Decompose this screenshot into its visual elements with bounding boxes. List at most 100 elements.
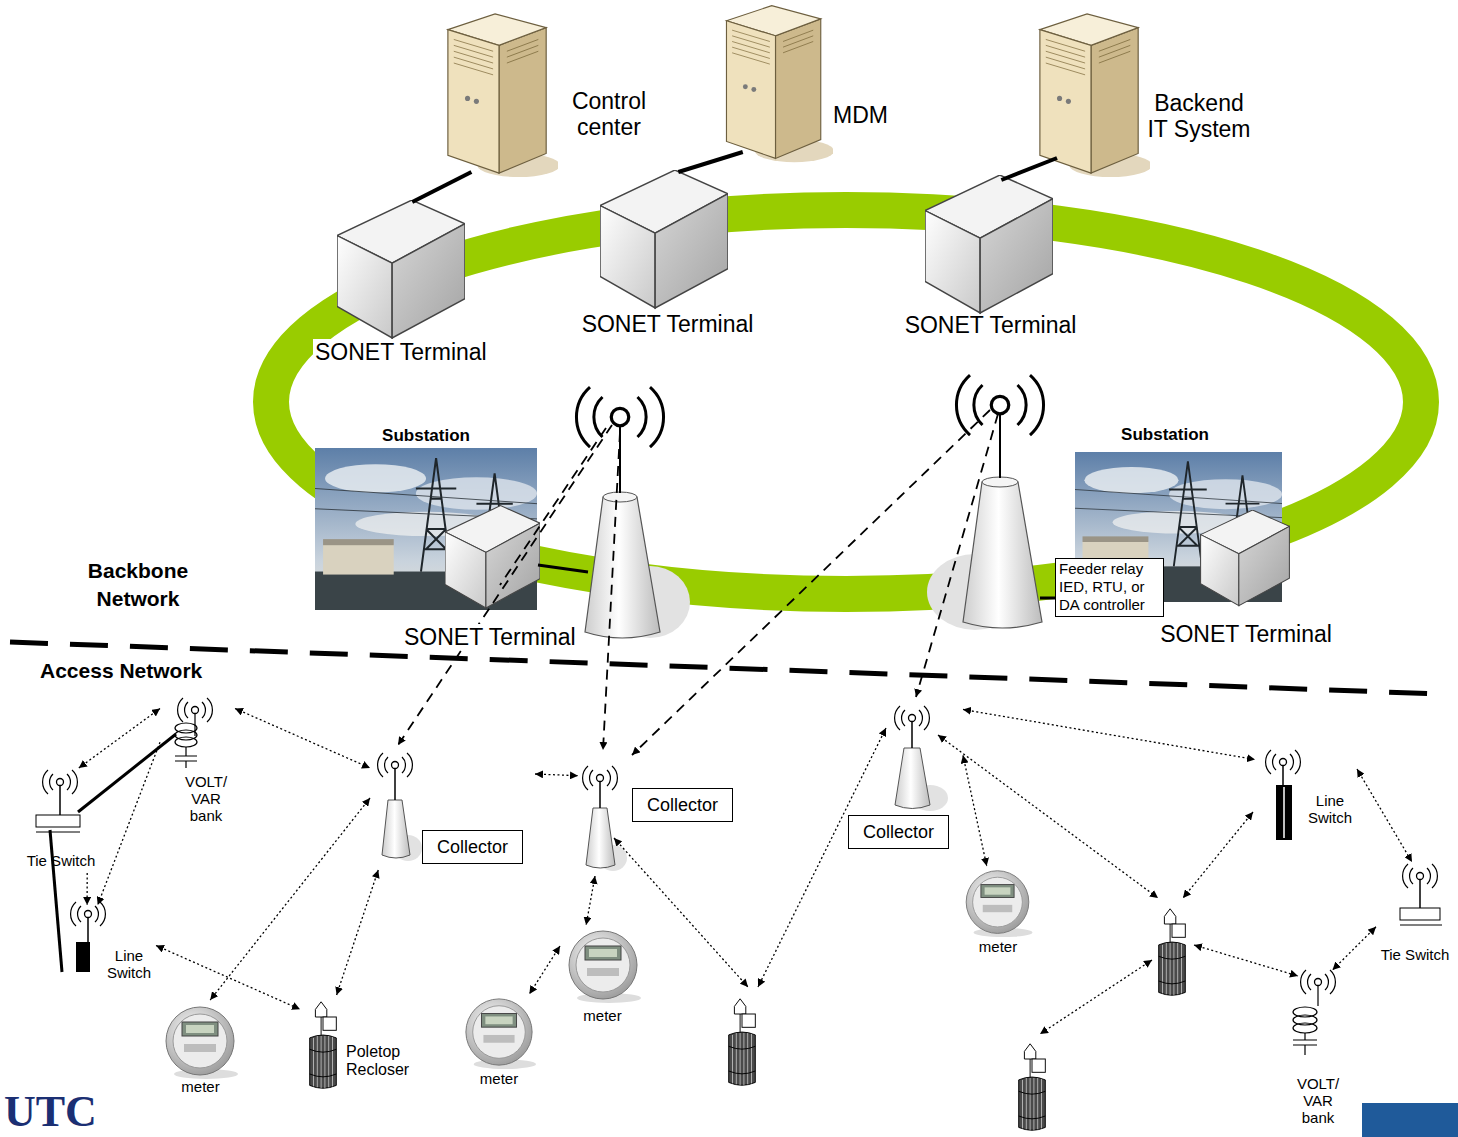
collector-tower: [583, 766, 627, 871]
device-label: Poletop Recloser: [346, 1043, 420, 1079]
radio-tower: [956, 375, 1043, 435]
voltvar-icon: [175, 747, 197, 768]
mesh-link: [210, 798, 370, 1000]
tie-switch-icon: [1400, 925, 1442, 926]
mesh-link: [614, 728, 1298, 1034]
mesh-link: [1040, 960, 1152, 1034]
device-label: MDM: [833, 102, 888, 128]
line-switch-icon: [76, 942, 90, 972]
radio-link: [500, 428, 606, 585]
collector-tower: [382, 800, 410, 858]
recloser-icon: [310, 1002, 337, 1088]
meter-icon: [966, 871, 1032, 937]
device-label: meter: [560, 1007, 645, 1024]
recloser-icon: [729, 999, 756, 1085]
mesh-link: [614, 838, 748, 987]
tie-switch-icon: [36, 770, 80, 832]
sonet-terminal: SONET Terminal: [1150, 505, 1344, 650]
section-label: Access Network: [40, 657, 202, 685]
fiber-link: [678, 152, 742, 172]
power-line: [78, 734, 176, 812]
tie-switch-icon: [36, 832, 80, 833]
voltvar-bank: VOLT/ VAR bank: [1280, 970, 1350, 1130]
mesh-link: [79, 709, 160, 769]
device-label: Control center: [563, 88, 655, 141]
mesh-link: [1194, 945, 1298, 976]
collector-tower: [394, 769, 396, 800]
logo-bar: [1362, 1103, 1458, 1137]
radio-tower: [982, 477, 1018, 487]
voltvar-icon: [1293, 970, 1335, 1055]
mesh-link: [758, 728, 886, 987]
radio-tower: [576, 387, 690, 638]
meter: meter: [158, 1000, 245, 1100]
line-switch: Line Switch: [50, 905, 156, 995]
sonet-box: [925, 175, 1053, 313]
voltvar-bank: VOLT/ VAR bank: [160, 695, 235, 830]
tower-cable: [538, 565, 588, 572]
meter: meter: [458, 994, 542, 1094]
recloser-icon: [1159, 909, 1186, 995]
substation: Substation: [315, 426, 539, 610]
mesh-link: [963, 709, 1255, 759]
fiber-link: [1001, 158, 1057, 180]
device-label: SONET Terminal: [1150, 621, 1342, 647]
radio-tower: [927, 375, 1044, 630]
tie-switch-icon: [1400, 908, 1440, 920]
recloser-icon: [1019, 1044, 1046, 1130]
line-switch-icon: [1266, 750, 1301, 840]
device-label: Substation: [1075, 425, 1255, 445]
collector-tower: [583, 766, 618, 790]
server-icon: [1040, 14, 1152, 177]
radio-link: [916, 414, 998, 697]
collector-tower: [895, 706, 948, 811]
meter-icon: [569, 931, 641, 1003]
collector-tower: [378, 753, 413, 777]
mesh-link: [938, 735, 1158, 898]
server-icon: [448, 14, 560, 177]
device-label: Substation: [315, 426, 537, 446]
mesh-link: [529, 946, 560, 994]
device-label: Tie Switch: [20, 852, 102, 869]
line-switch-icon: [1282, 766, 1284, 785]
line-switch-icon: [71, 902, 106, 972]
sonet-box: [1201, 510, 1290, 606]
server-icon: [726, 6, 833, 163]
collector-tower: [911, 722, 913, 748]
controller-box: Feeder relay IED, RTU, or DA controller: [1055, 558, 1164, 617]
fiber-link: [412, 172, 471, 202]
voltvar-icon: [1293, 1033, 1317, 1055]
sonet-box: [445, 506, 540, 608]
meter: meter: [560, 925, 647, 1030]
sonet-terminal: SONET Terminal: [893, 180, 1090, 340]
mesh-link: [1183, 812, 1253, 898]
power-line: [50, 830, 62, 972]
tie-switch-icon: [1400, 864, 1442, 925]
tower-cable: [1040, 597, 1055, 600]
device-label: Collector: [422, 830, 523, 864]
mesh-link: [235, 709, 370, 769]
tie-switch-icon: [36, 815, 80, 827]
device-label: meter: [158, 1078, 243, 1095]
tie-switch: Tie Switch: [20, 768, 104, 873]
mesh-link: [1357, 769, 1412, 862]
mesh-link: [1333, 927, 1377, 970]
collector-tower: [586, 808, 615, 868]
mesh-link: [98, 742, 160, 905]
collector: Collector: [845, 700, 963, 858]
sonet-terminal: SONET Terminal: [305, 202, 500, 367]
radio-tower: [963, 482, 1042, 628]
network-boundary: [10, 642, 1440, 694]
voltvar-icon: [1317, 986, 1318, 1006]
device-label: Backend IT System: [1146, 90, 1252, 143]
radio-tower: [999, 409, 1001, 478]
line-switch-icon: [1276, 785, 1292, 840]
poletop-recloser: Poletop Recloser: [300, 995, 422, 1090]
mesh-link: [586, 876, 595, 925]
meter-icon: [166, 1007, 238, 1079]
